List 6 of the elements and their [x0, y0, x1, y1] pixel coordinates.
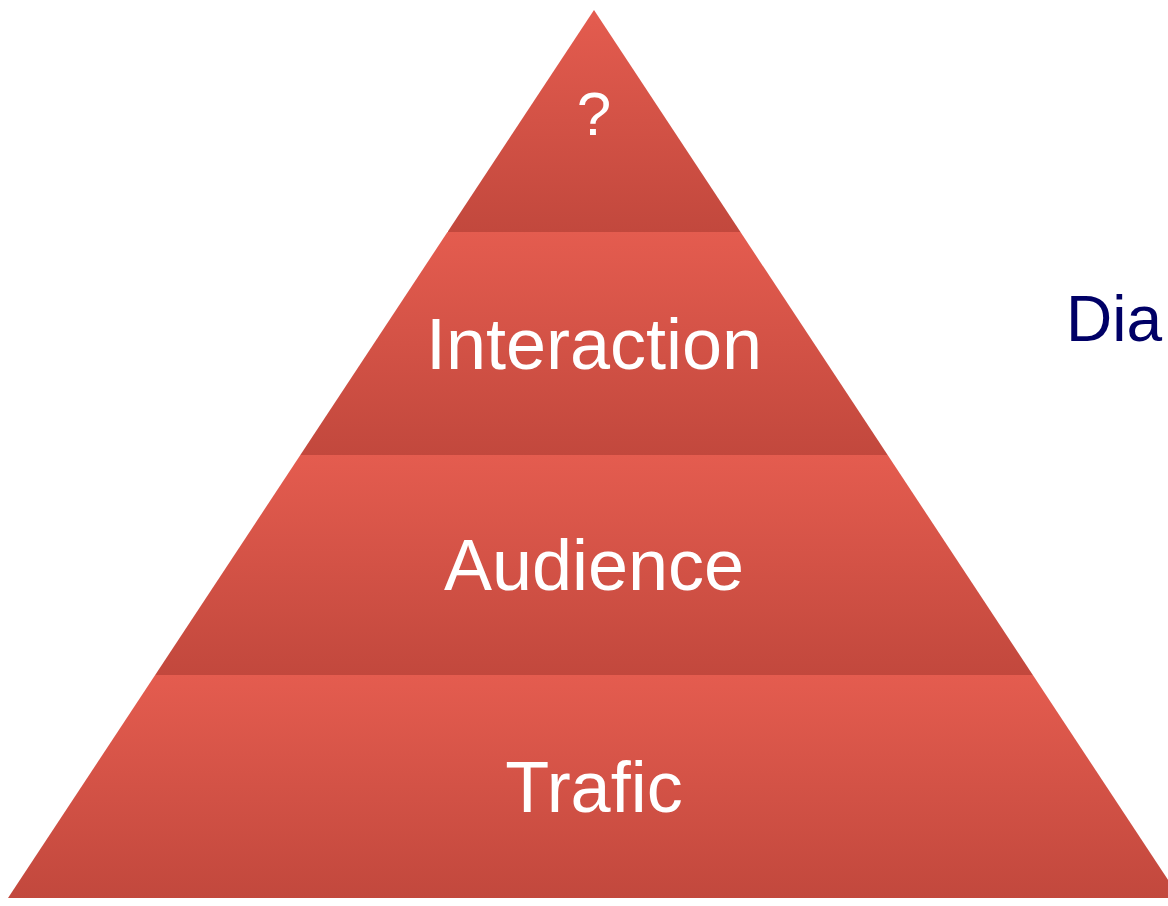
tier-label: Interaction: [425, 302, 763, 385]
pyramid-tier: [8, 675, 1168, 898]
tier-label: Trafic: [505, 745, 683, 828]
tier-label: Audience: [443, 524, 745, 606]
heading-text: Dia: [1066, 282, 1163, 356]
tier-label: ?: [576, 77, 612, 149]
